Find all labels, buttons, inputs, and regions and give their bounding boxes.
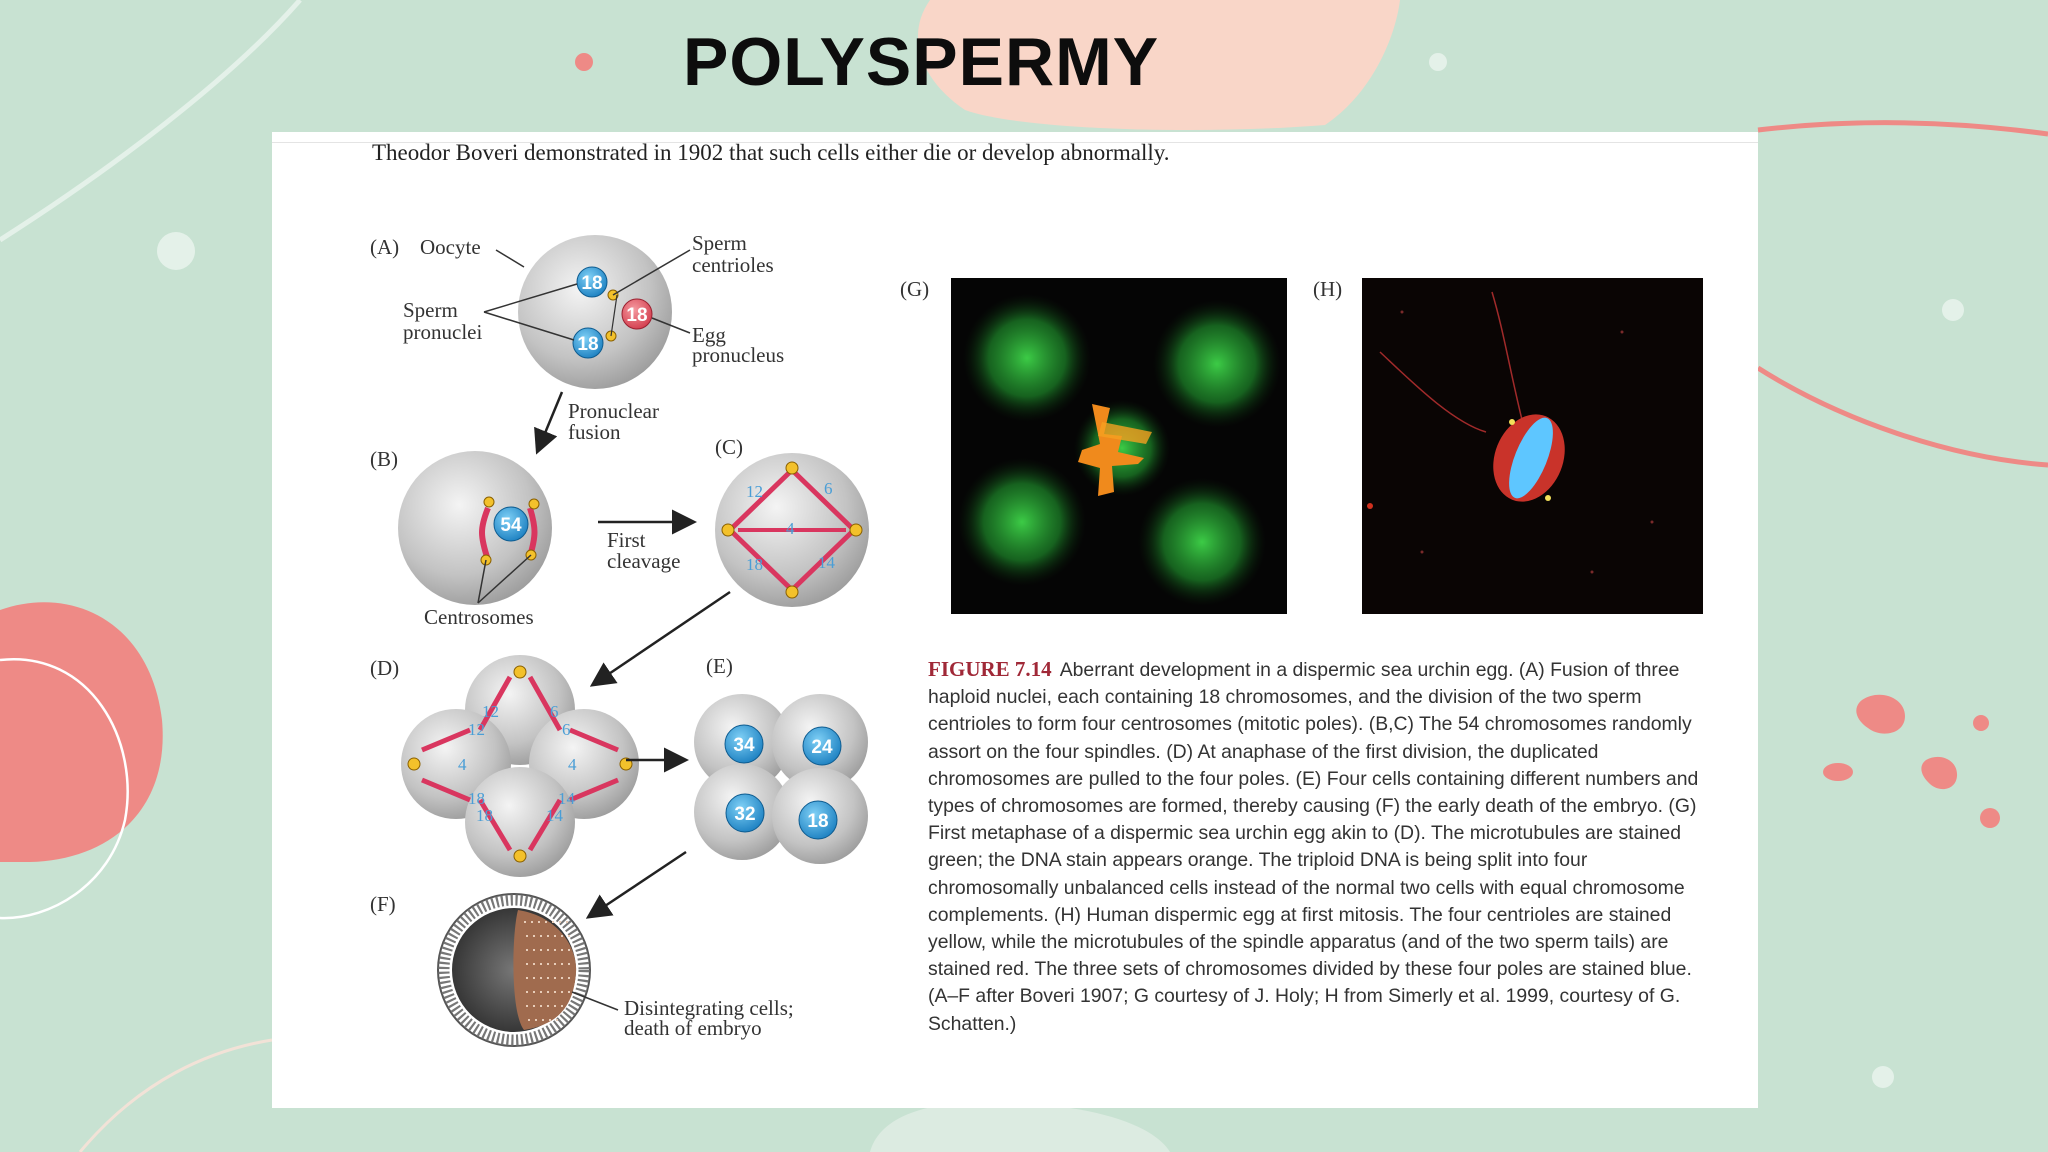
label-sperm-centrioles: centrioles [692,253,774,277]
decor-dot [1429,53,1447,71]
panel-label-e: (E) [706,654,733,678]
polyspermy-diagram: (A) Oocyte 18 18 18 Sperm centrioles Spe… [370,231,1703,1047]
label-pronuclear-fusion: Pronuclear [568,399,659,423]
anaphase-spindles [421,675,619,852]
spindle-count: 18 [746,555,763,574]
label-pronuclear-fusion: fusion [568,420,621,444]
centrosome [483,496,495,508]
cell-chromosome-count: 34 [733,735,755,756]
spindle-count: 4 [458,755,467,774]
panel-divider [272,142,1758,143]
cell-nucleus [802,726,842,766]
label-disintegrating: death of embryo [624,1016,762,1040]
disintegrating-embryo [437,893,591,1047]
panel-label-h: (H) [1313,277,1342,301]
pronucleus-count: 18 [581,273,602,294]
cell-nucleus [798,800,838,840]
sperm-pronucleus [576,266,608,298]
pronucleus-count: 18 [626,305,647,326]
coral-splash-dot [1823,763,1853,781]
spindle-count: 12 [468,720,485,739]
bottom-peach-blob [870,1101,1170,1152]
centrosome [785,461,799,475]
centrosome [513,665,527,679]
coral-splash [1921,756,1958,790]
micrograph-h [1362,278,1703,614]
decor-dot [575,53,593,71]
left-ring-curve [0,658,129,920]
oocyte-cell [518,235,672,389]
cell-chromosome-count: 24 [811,737,833,758]
label-disintegrating: Disintegrating cells; [624,996,794,1020]
spindle-count: 6 [550,702,559,721]
centrosome [528,498,540,510]
nucleus-count: 54 [500,515,522,536]
decor-dot [1872,1066,1894,1088]
label-first-cleavage: First [607,528,646,552]
label-oocyte: Oocyte [420,235,481,259]
cell-nucleus [724,724,764,764]
zygote-nucleus [493,506,529,542]
label-sperm-centrioles: Sperm [692,231,747,255]
intro-sentence: Theodor Boveri demonstrated in 1902 that… [372,140,1170,165]
cell-nucleus [725,793,765,833]
panel-label-b: (B) [370,447,398,471]
panel-label-f: (F) [370,892,396,916]
right-coral-curve [1756,365,2048,468]
centrosome [849,523,863,537]
centrosome [785,585,799,599]
cell-chromosome-count: 32 [734,804,755,825]
panel-label-a: (A) [370,235,399,259]
centrosome [407,757,421,771]
textbook-figure-panel: Theodor Boveri demonstrated in 1902 that… [272,132,1758,1108]
spindle-count: 14 [546,806,564,825]
spindle-count: 4 [786,519,795,538]
zygote-cell [398,451,552,605]
top-left-curve [0,0,302,243]
coral-splash [1856,694,1905,734]
micrograph-g [951,278,1287,614]
label-centrosomes: Centrosomes [424,605,534,629]
centrosome [513,849,527,863]
spindle-count: 4 [568,755,577,774]
spindle-count: 18 [476,806,493,825]
coral-splash-dot [1980,808,2000,828]
sperm-pronucleus [572,327,604,359]
spindle-count: 12 [482,702,499,721]
decor-dot [1942,299,1964,321]
label-egg-pronucleus: pronucleus [692,343,784,367]
right-coral-curve-top [1757,120,2048,137]
coral-splash-dot [1973,715,1989,731]
spindle-count: 6 [562,720,571,739]
slide-title: POLYSPERMY [683,24,1160,100]
four-cell-embryo [694,694,868,864]
tetrapolar-spindles [728,468,856,592]
spindle-count: 18 [468,789,485,808]
panel-label-c: (C) [715,435,743,459]
panel-label-g: (G) [900,277,929,301]
centrosome [721,523,735,537]
decor-dot [157,232,195,270]
spindle-count: 6 [824,479,833,498]
cell-chromosome-count: 18 [807,811,828,832]
caption-text: Aberrant development in a dispermic sea … [928,659,1699,1035]
pronucleus-count: 18 [577,334,598,355]
spindle-count: 14 [558,789,576,808]
label-first-cleavage: cleavage [607,549,680,573]
spindle-count: 12 [746,482,763,501]
figure-number: FIGURE 7.14 [928,657,1052,681]
label-egg-pronucleus: Egg [692,323,726,347]
panel-label-d: (D) [370,656,399,680]
peach-blob [917,0,1400,130]
coral-blob [0,602,163,862]
egg-pronucleus [621,298,653,330]
bottom-left-curve [78,1038,273,1152]
spindle-count: 14 [818,553,836,572]
anaphase-cell [401,655,639,877]
label-sperm-pronuclei: Sperm [403,298,458,322]
label-sperm-pronuclei: pronuclei [403,320,482,344]
